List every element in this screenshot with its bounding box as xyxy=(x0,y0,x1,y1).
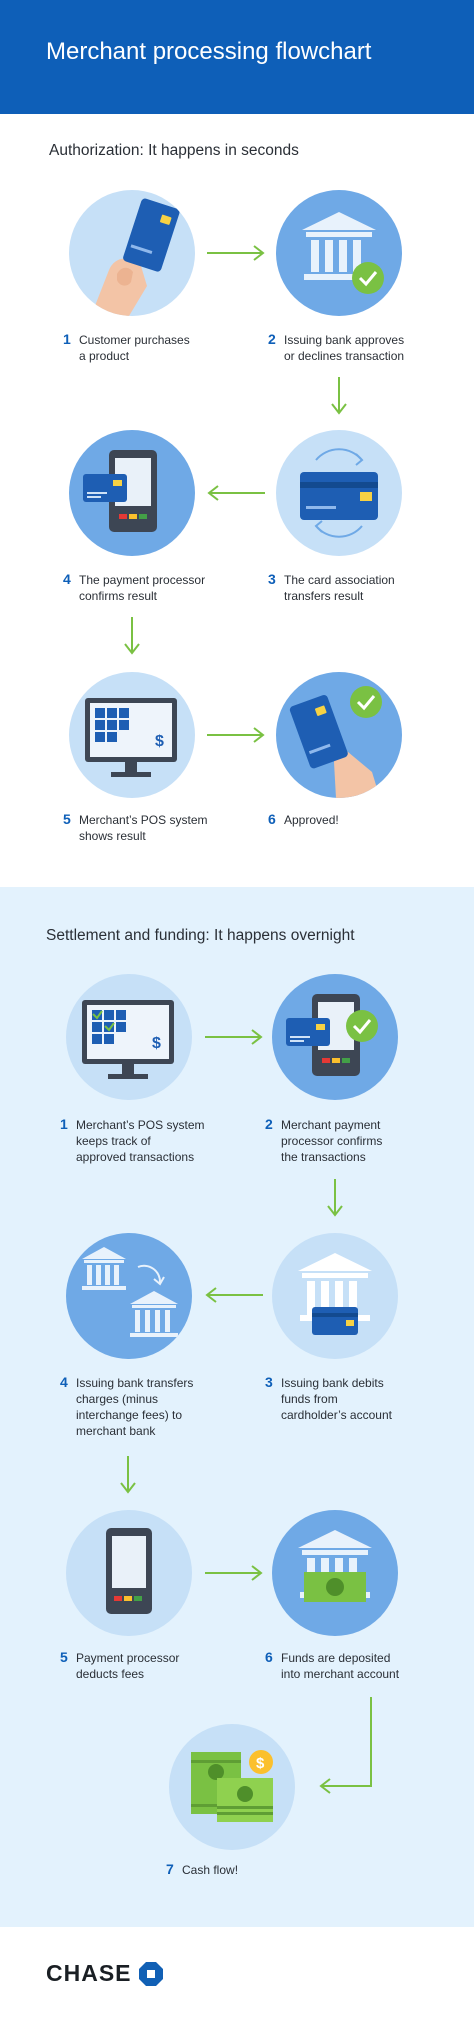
step-label: The card association transfers result xyxy=(284,573,395,603)
auth-step-6: 6 Approved! xyxy=(268,811,428,828)
brand-wordmark: CHASE xyxy=(46,1960,132,1986)
step-label: Funds are deposited into merchant accoun… xyxy=(281,1651,400,1681)
arrow-left xyxy=(206,485,266,506)
arrow-down xyxy=(124,616,140,661)
step-label: Merchant’s POS system keeps track of app… xyxy=(76,1118,205,1164)
arrow-left xyxy=(204,1287,264,1308)
arrow-right xyxy=(206,245,266,266)
header-banner: Merchant processing flowchart xyxy=(0,0,474,114)
step-number: 6 xyxy=(268,811,276,827)
step-number: 3 xyxy=(268,571,276,587)
step-number: 2 xyxy=(268,331,276,347)
auth-step-1: 1 Customer purchases a product xyxy=(63,331,223,364)
settle-step-6: 6 Funds are deposited into merchant acco… xyxy=(265,1649,425,1682)
settle-step-7: 7 Cash flow! xyxy=(166,1861,326,1878)
step-number: 1 xyxy=(63,331,71,347)
settlement-title: Settlement and funding: It happens overn… xyxy=(46,927,355,944)
settle-step-2: 2 Merchant payment processor confirms th… xyxy=(265,1116,425,1165)
footer xyxy=(0,1927,474,2025)
arrow-right xyxy=(204,1565,264,1586)
terminal-confirmed-icon xyxy=(272,974,398,1100)
card-approved-icon xyxy=(276,672,402,798)
arrow-down xyxy=(120,1455,136,1500)
step-number: 5 xyxy=(60,1649,68,1665)
auth-step-3: 3 The card association transfers result xyxy=(268,571,428,604)
svg-text:$: $ xyxy=(155,733,164,750)
auth-step-4: 4 The payment processor confirms result xyxy=(63,571,223,604)
payment-terminal-icon xyxy=(66,1510,192,1636)
step-number: 6 xyxy=(265,1649,273,1665)
step-number: 7 xyxy=(166,1861,174,1877)
chase-logo[interactable]: CHASE xyxy=(46,1960,164,1987)
card-in-hand-icon xyxy=(69,190,195,316)
step-number: 5 xyxy=(63,811,71,827)
step-number: 3 xyxy=(265,1374,273,1390)
step-label: Merchant’s POS system shows result xyxy=(79,813,208,843)
step-number: 1 xyxy=(60,1116,68,1132)
auth-step-2: 2 Issuing bank approves or declines tran… xyxy=(268,331,428,364)
settle-step-3: 3 Issuing bank debits funds from cardhol… xyxy=(265,1374,425,1423)
step-label: Cash flow! xyxy=(182,1863,239,1877)
step-number: 2 xyxy=(265,1116,273,1132)
payment-terminal-icon xyxy=(69,430,195,556)
step-number: 4 xyxy=(63,571,71,587)
step-label: Merchant payment processor confirms the … xyxy=(281,1118,383,1164)
svg-text:$: $ xyxy=(256,1755,265,1772)
step-label: Issuing bank transfers charges (minus in… xyxy=(76,1376,194,1438)
pos-monitor-icon: $ xyxy=(69,672,195,798)
pos-checked-icon: $ xyxy=(66,974,192,1100)
arrow-right xyxy=(206,727,266,748)
bank-transfer-icon xyxy=(66,1233,192,1359)
step-label: Payment processor deducts fees xyxy=(76,1651,180,1681)
cash-stack-icon: $ xyxy=(169,1724,295,1850)
settle-step-1: 1 Merchant’s POS system keeps track of a… xyxy=(60,1116,220,1165)
svg-text:$: $ xyxy=(152,1035,161,1052)
bank-cash-icon xyxy=(272,1510,398,1636)
bank-approved-icon xyxy=(276,190,402,316)
auth-step-5: 5 Merchant’s POS system shows result xyxy=(63,811,223,844)
step-label: The payment processor confirms result xyxy=(79,573,206,603)
step-number: 4 xyxy=(60,1374,68,1390)
chase-octagon-icon xyxy=(138,1961,163,1986)
arrow-elbow xyxy=(316,1696,378,1801)
arrow-down xyxy=(327,1178,343,1223)
authorization-title: Authorization: It happens in seconds xyxy=(49,142,299,159)
step-label: Approved! xyxy=(284,813,339,827)
page-title: Merchant processing flowchart xyxy=(46,38,372,65)
arrow-down xyxy=(331,376,347,421)
settle-step-5: 5 Payment processor deducts fees xyxy=(60,1649,220,1682)
bank-card-icon xyxy=(272,1233,398,1359)
step-label: Customer purchases a product xyxy=(79,333,190,363)
step-label: Issuing bank approves or declines transa… xyxy=(284,333,405,363)
card-transfer-icon xyxy=(276,430,402,556)
step-label: Issuing bank debits funds from cardholde… xyxy=(281,1376,392,1422)
settle-step-4: 4 Issuing bank transfers charges (minus … xyxy=(60,1374,220,1439)
arrow-right xyxy=(204,1029,264,1050)
